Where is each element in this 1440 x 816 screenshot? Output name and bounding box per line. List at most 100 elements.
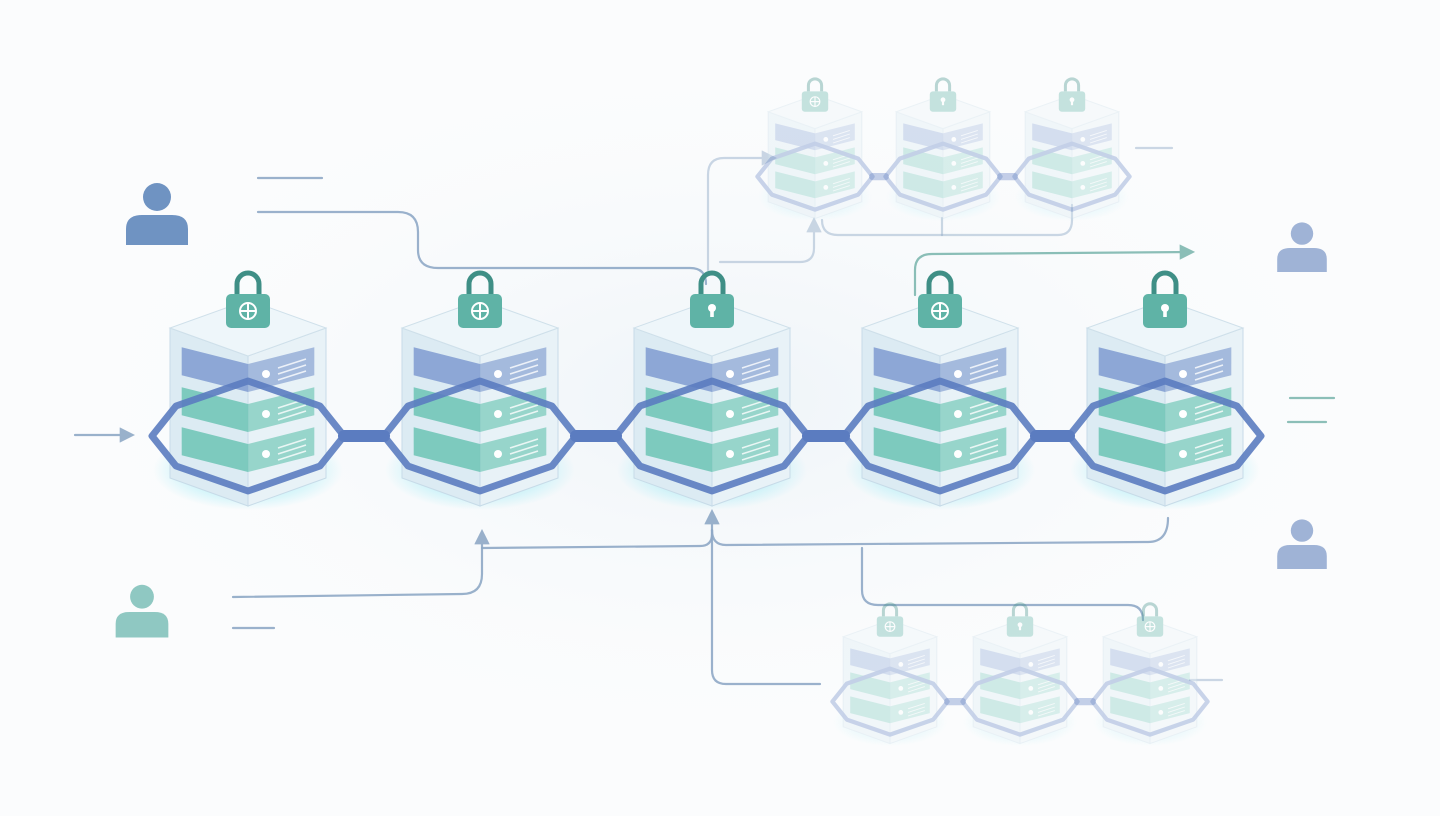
lock-shackle — [1011, 602, 1029, 617]
server-slab-right — [1020, 696, 1060, 724]
block-right-face — [1071, 111, 1120, 220]
server-slab-right — [1150, 696, 1190, 724]
crosshair-lines — [1145, 621, 1155, 632]
lock-keyhole-icon — [929, 77, 957, 112]
lock-shackle — [234, 270, 262, 294]
lock-body — [929, 91, 957, 112]
server-led — [1028, 662, 1034, 667]
lock-shackle — [698, 270, 726, 294]
server-led — [1158, 662, 1164, 667]
server-led — [954, 410, 962, 418]
block-top-face — [894, 94, 992, 130]
server-vents — [741, 438, 771, 461]
crosshair-circle — [1144, 621, 1156, 632]
server-led — [494, 450, 502, 458]
server-slab-left — [980, 672, 1020, 700]
server-vents — [960, 153, 978, 168]
server-slab-left — [850, 696, 890, 724]
block-right-face — [1149, 636, 1198, 745]
lock-crosshair-icon — [458, 270, 502, 328]
server-slab-left — [181, 427, 248, 472]
server-led — [1179, 410, 1187, 418]
crosshair-circle — [809, 96, 821, 107]
server-slab-left — [1110, 648, 1150, 676]
block-left-face — [1024, 111, 1073, 220]
server-slab-right — [1150, 648, 1190, 676]
server-led — [726, 410, 734, 418]
server-slab-right — [815, 147, 855, 175]
keyhole — [1017, 622, 1023, 628]
server-slab-right — [890, 672, 930, 700]
lock-body — [801, 91, 829, 112]
chain-ring — [1090, 666, 1210, 737]
server-led — [1158, 686, 1164, 691]
connector-line — [710, 516, 1170, 547]
server-led — [262, 370, 270, 378]
lock-crosshair-icon — [1136, 602, 1164, 637]
server-vents — [960, 129, 978, 144]
user-icon — [115, 584, 169, 638]
server-slab-left — [850, 672, 890, 700]
block-right-face — [889, 636, 938, 745]
block-right-face — [814, 111, 863, 220]
crosshair-lines — [810, 96, 820, 107]
chain-link — [1030, 430, 1075, 442]
server-slab-right — [1072, 123, 1112, 151]
server-led — [1028, 710, 1034, 715]
server-vents — [907, 654, 925, 669]
block-left-face — [842, 636, 891, 745]
server-slab-right — [1072, 171, 1112, 199]
server-slab-right — [890, 696, 930, 724]
user-icon — [1277, 519, 1327, 569]
lock-shackle — [926, 270, 954, 294]
block — [148, 270, 348, 510]
server-vents — [1194, 358, 1224, 381]
block — [1065, 270, 1265, 510]
server-slab-left — [645, 427, 712, 472]
server-led — [262, 410, 270, 418]
server-vents — [1089, 129, 1107, 144]
server-slab-right — [1020, 672, 1060, 700]
lock-body — [876, 616, 904, 637]
server-slab-right — [1150, 672, 1190, 700]
keyhole — [940, 97, 946, 103]
server-slab-right — [480, 427, 547, 472]
server-vents — [969, 438, 999, 461]
block-glow — [833, 698, 947, 746]
chain-link — [944, 698, 966, 706]
server-led — [726, 450, 734, 458]
server-led — [951, 161, 957, 166]
block-top-face — [971, 619, 1069, 655]
server-slab-left — [1110, 696, 1150, 724]
lock-crosshair-icon — [801, 77, 829, 112]
block-top-face — [766, 94, 864, 130]
server-slab-right — [712, 347, 779, 392]
server-slab-left — [1032, 171, 1072, 199]
server-vents — [1194, 438, 1224, 461]
server-slab-right — [712, 427, 779, 472]
server-led — [1028, 686, 1034, 691]
connector-line — [231, 528, 490, 599]
server-slab-right — [815, 123, 855, 151]
server-led — [823, 185, 829, 190]
server-slab-right — [1165, 427, 1232, 472]
main-chain-blocks — [148, 270, 1265, 510]
server-led — [1080, 137, 1086, 142]
lock-shackle — [1141, 602, 1159, 617]
lock-shackle — [1063, 77, 1081, 92]
connector-line — [820, 203, 1074, 237]
lock-shackle — [466, 270, 494, 294]
user-head — [1290, 519, 1314, 542]
crosshair-lines — [472, 303, 488, 319]
server-led — [823, 161, 829, 166]
server-vents — [1167, 702, 1185, 717]
server-vents — [741, 358, 771, 381]
server-slab-right — [1020, 648, 1060, 676]
block-top-face — [841, 619, 939, 655]
server-slab-left — [1110, 672, 1150, 700]
block — [840, 270, 1040, 510]
server-vents — [509, 358, 539, 381]
server-led — [823, 137, 829, 142]
users — [115, 183, 1327, 638]
server-vents — [1089, 177, 1107, 192]
